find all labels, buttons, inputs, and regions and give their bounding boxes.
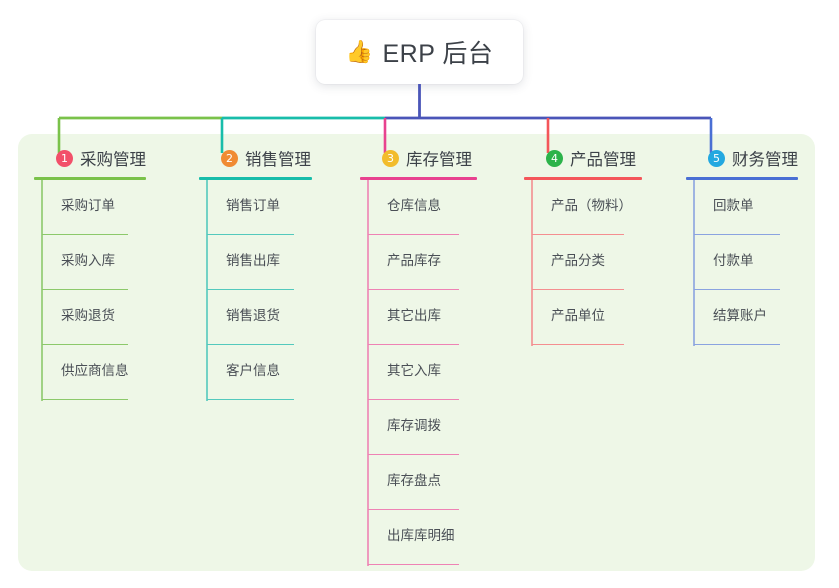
column-header-4[interactable]: 4 产品管理 xyxy=(524,146,642,170)
column-title: 库存管理 xyxy=(406,151,472,169)
list-item[interactable]: 其它出库 xyxy=(360,290,477,345)
column-header-rule xyxy=(34,177,146,180)
list-item-label: 库存调拨 xyxy=(387,418,441,433)
list-item-label: 客户信息 xyxy=(226,363,280,378)
list-item[interactable]: 销售出库 xyxy=(199,235,312,290)
list-item-rule xyxy=(532,288,624,290)
diagram-panel xyxy=(18,134,815,571)
list-item-rule xyxy=(694,343,780,345)
thumbs-up-icon: 👍 xyxy=(345,39,374,64)
list-item-label: 库存盘点 xyxy=(387,473,441,488)
list-item[interactable]: 出库库明细 xyxy=(360,510,477,565)
list-item-rule xyxy=(368,563,459,565)
column-5: 5 财务管理回款单付款单结算账户 xyxy=(686,146,798,345)
list-item-rule xyxy=(207,343,294,345)
column-2: 2 销售管理销售订单销售出库销售退货客户信息 xyxy=(199,146,312,400)
column-header-1[interactable]: 1 采购管理 xyxy=(34,146,146,170)
list-item[interactable]: 回款单 xyxy=(686,180,798,235)
column-header-rule xyxy=(524,177,642,180)
column-title: 财务管理 xyxy=(732,151,798,169)
list-item[interactable]: 产品单位 xyxy=(524,290,642,345)
column-header-3[interactable]: 3 库存管理 xyxy=(360,146,477,170)
column-number-badge: 1 xyxy=(56,149,73,167)
column-item-list: 产品（物料） 产品分类产品单位 xyxy=(524,180,642,345)
list-item[interactable]: 销售退货 xyxy=(199,290,312,345)
list-item-rule xyxy=(42,233,128,235)
list-item-label: 销售订单 xyxy=(226,198,280,213)
column-header-2[interactable]: 2 销售管理 xyxy=(199,146,312,170)
list-item-label: 供应商信息 xyxy=(61,363,129,378)
list-item[interactable]: 客户信息 xyxy=(199,345,312,400)
column-header-rule xyxy=(686,177,798,180)
column-number-badge: 5 xyxy=(708,149,725,167)
column-4: 4 产品管理产品（物料） 产品分类产品单位 xyxy=(524,146,642,345)
list-item-label: 销售退货 xyxy=(226,308,280,323)
list-item-rule xyxy=(207,398,294,400)
column-header-rule xyxy=(360,177,477,180)
column-item-list: 销售订单销售出库销售退货客户信息 xyxy=(199,180,312,400)
list-item[interactable]: 其它入库 xyxy=(360,345,477,400)
list-item[interactable]: 采购入库 xyxy=(34,235,146,290)
list-item[interactable]: 库存调拨 xyxy=(360,400,477,455)
list-item[interactable]: 产品分类 xyxy=(524,235,642,290)
list-item-label: 产品分类 xyxy=(551,253,605,268)
list-item-rule xyxy=(207,288,294,290)
column-item-list: 回款单付款单结算账户 xyxy=(686,180,798,345)
list-item-rule xyxy=(368,343,459,345)
list-item-rule xyxy=(368,233,459,235)
list-item-rule xyxy=(207,233,294,235)
column-item-list: 采购订单采购入库采购退货供应商信息 xyxy=(34,180,146,400)
list-item-rule xyxy=(368,453,459,455)
list-item-rule xyxy=(368,288,459,290)
erp-title-card: 👍 ERP 后台 xyxy=(316,20,523,84)
column-number-badge: 3 xyxy=(382,149,399,167)
list-item-label: 产品单位 xyxy=(551,308,605,323)
list-item[interactable]: 采购退货 xyxy=(34,290,146,345)
list-item-rule xyxy=(42,343,128,345)
list-item-label: 回款单 xyxy=(713,198,754,213)
list-item[interactable]: 结算账户 xyxy=(686,290,798,345)
list-item[interactable]: 采购订单 xyxy=(34,180,146,235)
list-item-label: 其它出库 xyxy=(387,308,441,323)
list-item-label: 结算账户 xyxy=(713,308,767,323)
list-item-rule xyxy=(368,508,459,510)
list-item-label: 产品库存 xyxy=(387,253,441,268)
column-number-badge: 4 xyxy=(546,149,563,167)
list-item-label: 采购入库 xyxy=(61,253,115,268)
list-item-rule xyxy=(694,233,780,235)
list-item-rule xyxy=(42,398,128,400)
list-item[interactable]: 付款单 xyxy=(686,235,798,290)
column-title: 销售管理 xyxy=(245,151,311,169)
list-item[interactable]: 库存盘点 xyxy=(360,455,477,510)
page-title-text: ERP 后台 xyxy=(382,40,494,68)
list-item-rule xyxy=(532,343,624,345)
column-title: 产品管理 xyxy=(570,151,636,169)
list-item-rule xyxy=(532,233,624,235)
list-item[interactable]: 产品库存 xyxy=(360,235,477,290)
page-title: 👍 ERP 后台 xyxy=(346,34,494,70)
list-item-label: 采购订单 xyxy=(61,198,115,213)
list-item-label: 产品（物料） xyxy=(551,198,632,213)
column-number-badge: 2 xyxy=(221,149,238,167)
list-item[interactable]: 仓库信息 xyxy=(360,180,477,235)
column-item-list: 仓库信息产品库存其它出库其它入库库存调拨库存盘点出库库明细 xyxy=(360,180,477,565)
list-item-rule xyxy=(368,398,459,400)
list-item-rule xyxy=(42,288,128,290)
list-item[interactable]: 供应商信息 xyxy=(34,345,146,400)
column-header-rule xyxy=(199,177,312,180)
list-item-label: 出库库明细 xyxy=(387,528,455,543)
list-item[interactable]: 产品（物料） xyxy=(524,180,642,235)
column-title: 采购管理 xyxy=(80,151,146,169)
list-item-rule xyxy=(694,288,780,290)
list-item[interactable]: 销售订单 xyxy=(199,180,312,235)
list-item-label: 其它入库 xyxy=(387,363,441,378)
list-item-label: 付款单 xyxy=(713,253,754,268)
column-header-5[interactable]: 5 财务管理 xyxy=(686,146,798,170)
list-item-label: 销售出库 xyxy=(226,253,280,268)
column-1: 1 采购管理采购订单采购入库采购退货供应商信息 xyxy=(34,146,146,400)
column-3: 3 库存管理仓库信息产品库存其它出库其它入库库存调拨库存盘点出库库明细 xyxy=(360,146,477,565)
list-item-label: 采购退货 xyxy=(61,308,115,323)
list-item-label: 仓库信息 xyxy=(387,198,441,213)
